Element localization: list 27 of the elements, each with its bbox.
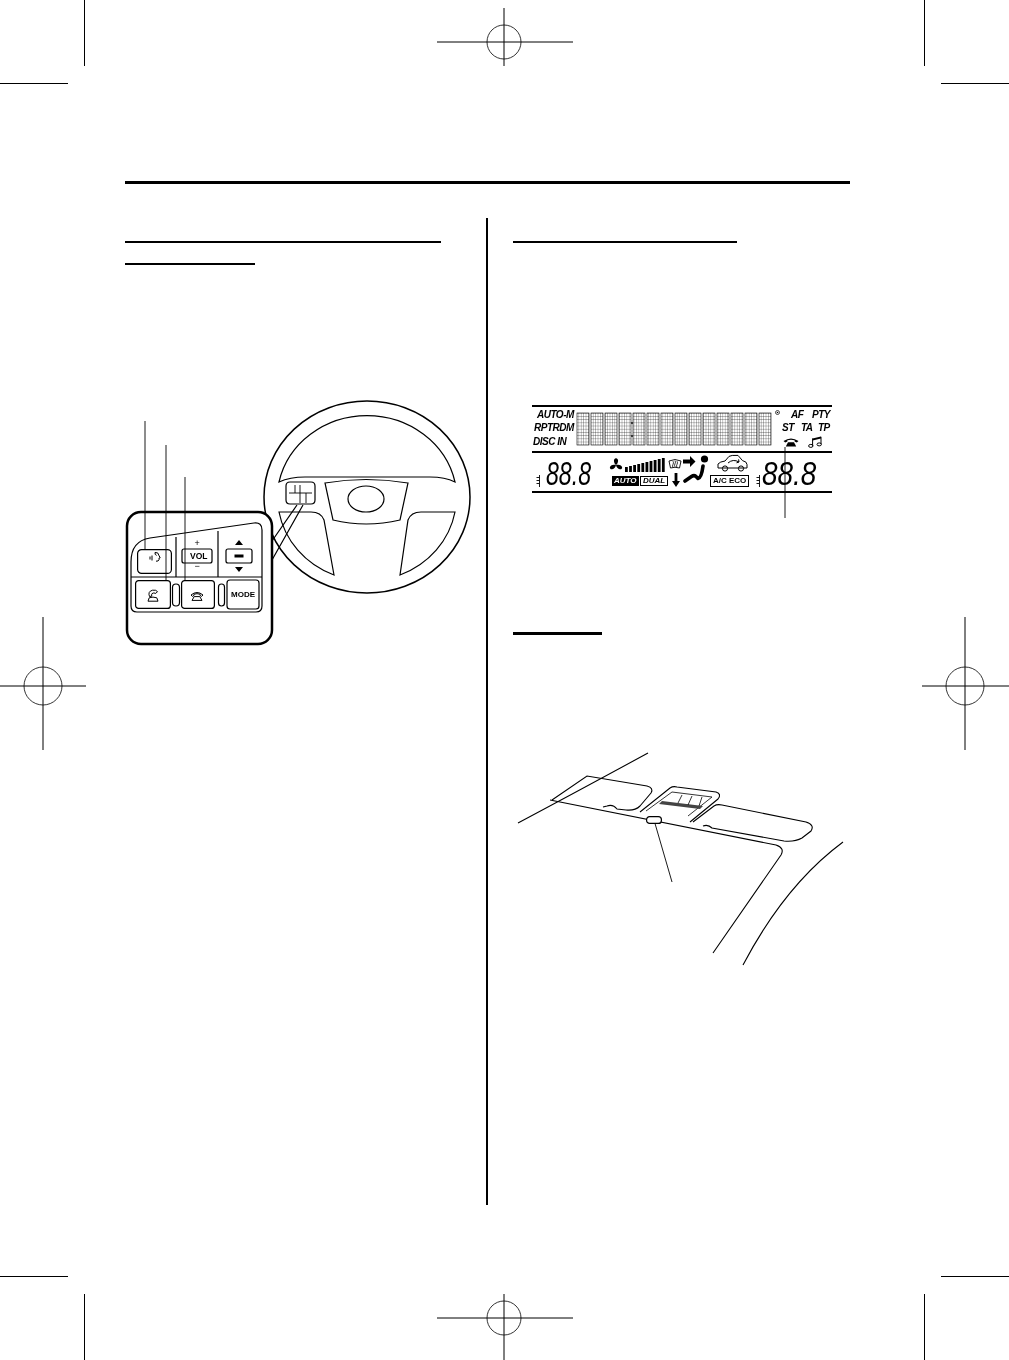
mode-label: MODE	[231, 591, 255, 599]
display-indicator-text: TP	[818, 423, 830, 433]
display-indicator-text: AUTO-M	[537, 410, 574, 420]
pick-up-button	[135, 580, 171, 609]
temperature-readout: 88.8	[546, 456, 591, 490]
display-indicator-text: TA	[801, 423, 813, 433]
temperature-readout: 88.8	[762, 456, 817, 490]
display-indicator-text: AF	[791, 410, 804, 420]
volume-down-mark: −	[194, 562, 200, 571]
leader-line	[654, 823, 673, 883]
hang-up-button	[181, 580, 215, 609]
ac-eco-indicator: A/C ECO	[710, 475, 750, 487]
auto-indicator: AUTO	[612, 476, 639, 486]
dual-indicator: DUAL	[640, 476, 669, 486]
talk-button	[137, 549, 172, 574]
volume-label: VOL	[190, 552, 208, 561]
phone-indicator-icon	[783, 437, 799, 447]
microphone	[646, 816, 662, 824]
leader-line	[184, 476, 186, 581]
leader-line	[165, 444, 167, 581]
leader-line	[784, 446, 786, 519]
display-indicator-text: DISC IN	[533, 437, 567, 447]
volume-up-mark: +	[194, 539, 200, 548]
display-indicator-text: ST	[782, 423, 794, 433]
display-indicator-text: PTY	[812, 410, 830, 420]
leader-line	[144, 420, 146, 550]
display-indicator-text: RPTRDM	[534, 423, 574, 433]
